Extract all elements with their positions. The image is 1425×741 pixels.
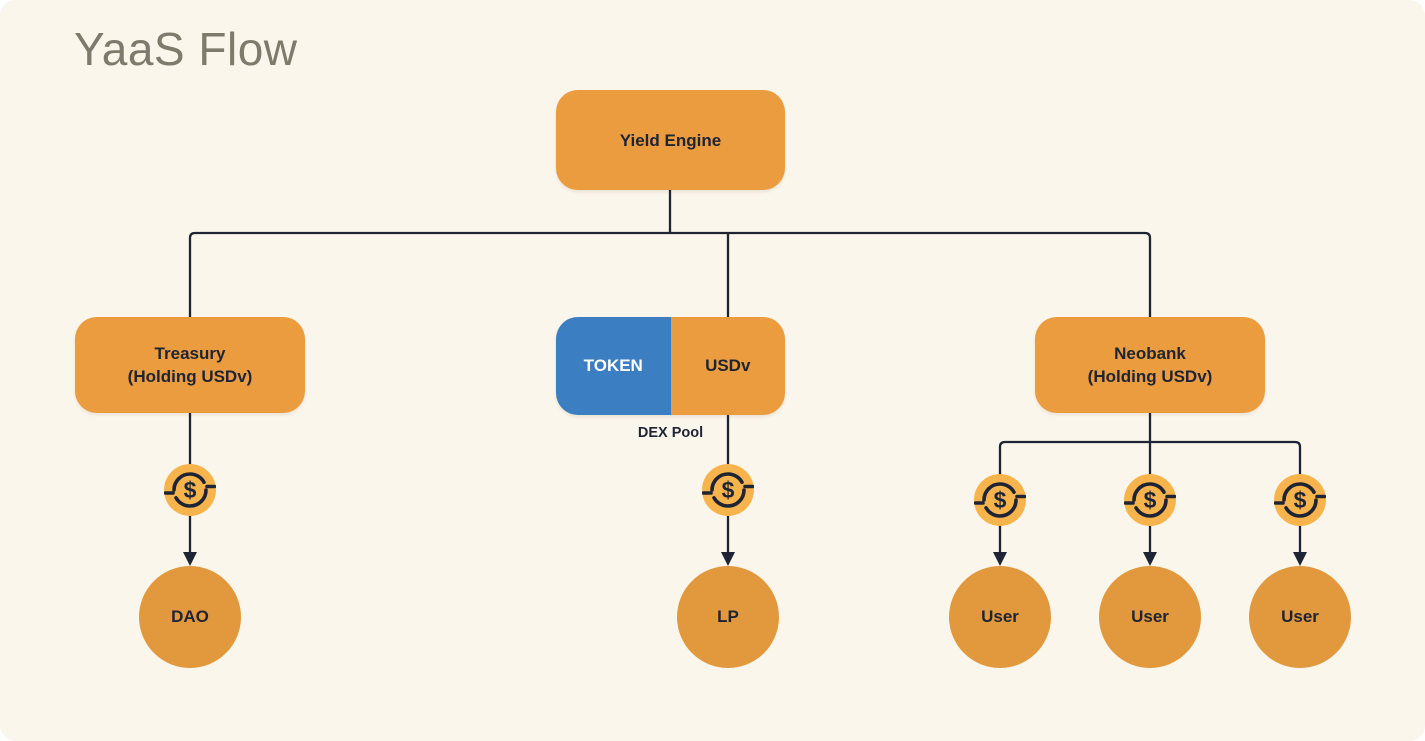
node-dao: DAO <box>139 566 241 668</box>
dex-pool-token-label: TOKEN <box>583 356 643 375</box>
dex-pool-caption: DEX Pool <box>637 425 704 441</box>
node-lp-label: LP <box>717 607 739 626</box>
svg-text:$: $ <box>722 477 735 503</box>
svg-text:$: $ <box>184 477 197 503</box>
page-title: YaaS Flow <box>74 23 298 75</box>
node-treasury-subtitle: (Holding USDv) <box>127 367 253 386</box>
svg-text:$: $ <box>994 487 1007 513</box>
node-user-2: User <box>1099 566 1201 668</box>
node-neobank: Neobank (Holding USDv) <box>1035 317 1265 413</box>
node-yield-engine: Yield Engine <box>556 90 785 190</box>
svg-text:$: $ <box>1294 487 1307 513</box>
dex-pool-usdv-half: USDv <box>670 317 785 415</box>
node-lp: LP <box>677 566 779 668</box>
node-user-2-label: User <box>1131 607 1169 626</box>
node-dex-pool: TOKEN USDv <box>556 317 785 415</box>
node-neobank-subtitle: (Holding USDv) <box>1087 367 1213 386</box>
node-treasury: Treasury (Holding USDv) <box>75 317 305 413</box>
node-dao-label: DAO <box>171 607 209 626</box>
node-yield-engine-label: Yield Engine <box>619 130 722 150</box>
dollar-coin-icon: $ <box>702 464 754 516</box>
svg-text:$: $ <box>1144 487 1157 513</box>
node-user-3: User <box>1249 566 1351 668</box>
dollar-coin-icon: $ <box>974 474 1026 526</box>
node-user-1-label: User <box>981 607 1019 626</box>
node-neobank-title: Neobank <box>1114 344 1186 363</box>
dollar-coin-icon: $ <box>1124 474 1176 526</box>
dex-pool-token-half: TOKEN <box>556 317 671 415</box>
dollar-coin-icon: $ <box>164 464 216 516</box>
dex-pool-usdv-label: USDv <box>705 356 751 375</box>
node-treasury-title: Treasury <box>154 344 226 363</box>
node-user-3-label: User <box>1281 607 1319 626</box>
dollar-coin-icon: $ <box>1274 474 1326 526</box>
node-user-1: User <box>949 566 1051 668</box>
